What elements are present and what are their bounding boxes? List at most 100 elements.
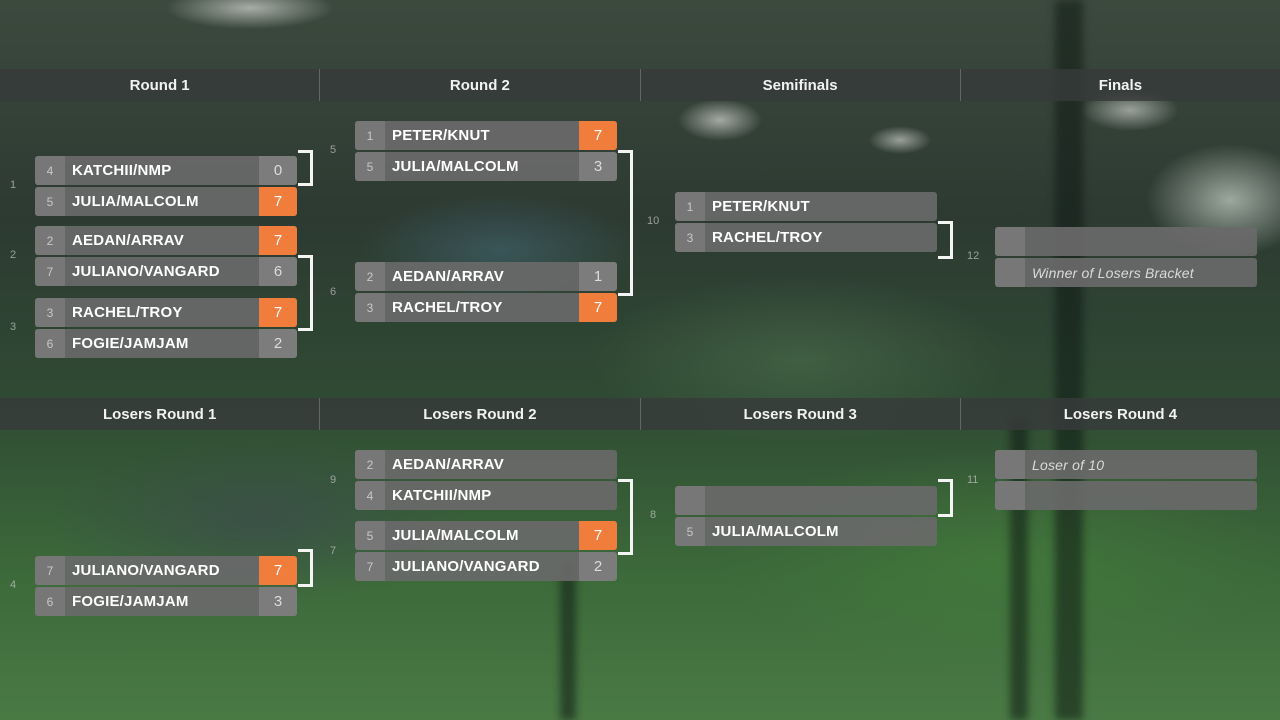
team-row[interactable]: 5 JULIA/MALCOLM 7 [355,521,617,550]
seed [995,258,1025,287]
team-row[interactable]: 5 JULIA/MALCOLM 3 [355,152,617,181]
team-name: JULIA/MALCOLM [392,527,519,544]
team-row[interactable]: 1 PETER/KNUT 7 [355,121,617,150]
match-12-finals[interactable]: Winner of Losers Bracket [995,227,1257,289]
team-score: 0 [259,156,297,185]
team-score: 1 [579,262,617,291]
match-number: 8 [650,509,657,521]
match-11[interactable]: Loser of 10 [995,450,1257,512]
team-score: 7 [579,293,617,322]
team-name: AEDAN/ARRAV [392,456,504,473]
team-name: JULIANO/VANGARD [72,562,220,579]
match-number: 11 [967,474,979,486]
team-score: 7 [579,121,617,150]
seed: 7 [35,257,65,286]
match-number: 2 [10,249,17,261]
team-row[interactable]: 2 AEDAN/ARRAV [355,450,617,479]
seed: 4 [355,481,385,510]
team-score: 7 [579,521,617,550]
team-name: JULIANO/VANGARD [392,558,540,575]
team-row[interactable] [995,227,1257,256]
seed: 5 [35,187,65,216]
seed: 3 [355,293,385,322]
bracket-connector [938,479,953,517]
seed: 7 [35,556,65,585]
team-name: JULIANO/VANGARD [72,263,220,280]
team-score: 3 [259,587,297,616]
seed: 5 [355,152,385,181]
team-name: PETER/KNUT [392,127,490,144]
match-5[interactable]: 1 PETER/KNUT 7 5 JULIA/MALCOLM 3 [355,121,617,183]
seed: 2 [355,450,385,479]
match-number: 12 [967,250,980,262]
seed [995,481,1025,510]
team-name: AEDAN/ARRAV [72,232,184,249]
team-name [1025,227,1257,256]
losers-round-1-header: Losers Round 1 [0,398,321,430]
team-row[interactable]: 7 JULIANO/VANGARD 6 [35,257,297,286]
finals-header: Finals [1098,76,1143,94]
team-name-placeholder: Loser of 10 [1032,456,1105,473]
team-name: PETER/KNUT [712,198,810,215]
seed: 3 [675,223,705,252]
team-row[interactable]: 6 FOGIE/JAMJAM 3 [35,587,297,616]
seed: 2 [355,262,385,291]
losers-round-4-header: Losers Round 4 [1063,405,1178,423]
team-row[interactable]: 4 KATCHII/NMP [355,481,617,510]
background-post [560,560,576,720]
team-row[interactable]: Loser of 10 [995,450,1257,479]
seed: 1 [355,121,385,150]
match-number: 9 [330,474,337,486]
bracket-connector [618,150,633,296]
seed [675,486,705,515]
team-name: RACHEL/TROY [72,304,183,321]
round-1-header: Round 1 [0,69,321,101]
seed: 5 [355,521,385,550]
losers-round-3-header: Losers Round 3 [641,398,961,430]
losers-round-header: Losers Round 1 Losers Round 2 Losers Rou… [0,398,1280,430]
team-name: AEDAN/ARRAV [392,268,504,285]
team-name: KATCHII/NMP [72,162,172,179]
team-score: 6 [259,257,297,286]
team-row[interactable] [675,486,937,515]
team-row[interactable]: 2 AEDAN/ARRAV 1 [355,262,617,291]
team-name: JULIA/MALCOLM [392,158,519,175]
team-name [705,486,937,515]
team-score: 3 [579,152,617,181]
team-row[interactable] [995,481,1257,510]
team-score: 2 [259,329,297,358]
match-number: 1 [10,179,17,191]
team-row[interactable]: Winner of Losers Bracket [995,258,1257,287]
team-score: 7 [259,298,297,327]
team-name: FOGIE/JAMJAM [72,593,189,610]
background-post [1055,0,1083,720]
match-9[interactable]: 2 AEDAN/ARRAV 4 KATCHII/NMP [355,450,617,512]
losers-round-2-header: Losers Round 2 [320,398,641,430]
winners-round-header: Round 1 Round 2 Semifinals Finals [0,69,1280,101]
team-name: KATCHII/NMP [392,487,492,504]
bracket-connector [298,150,313,186]
seed: 6 [35,587,65,616]
match-number: 5 [330,144,337,156]
bracket-connector [298,255,313,331]
match-number: 4 [10,579,17,591]
